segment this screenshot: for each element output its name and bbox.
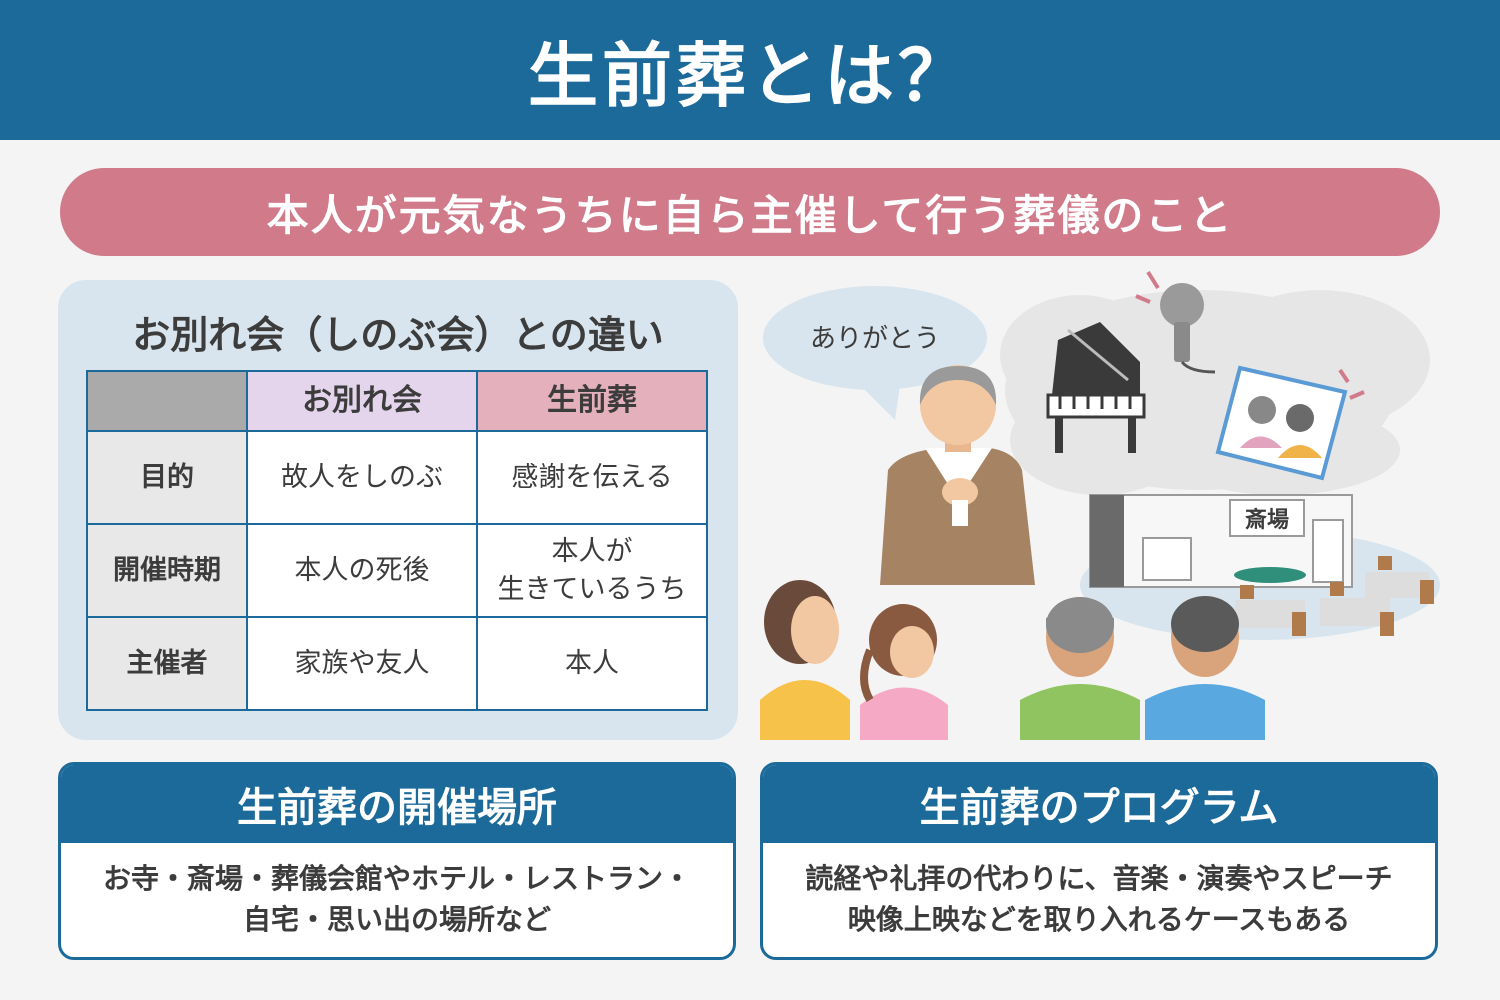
table-row: 目的 故人をしのぶ 感謝を伝える bbox=[86, 430, 708, 525]
venue-card: 生前葬の開催場所 お寺・斎場・葬儀会館やホテル・レストラン・ 自宅・思い出の場所… bbox=[58, 762, 736, 960]
column-header-living-funeral: 生前葬 bbox=[476, 370, 708, 432]
cell-farewell-timing: 本人の死後 bbox=[246, 523, 478, 618]
living-funeral-illustration: 斎場 bbox=[760, 270, 1440, 740]
program-card: 生前葬のプログラム 読経や礼拝の代わりに、音楽・演奏やスピーチ 映像上映などを取… bbox=[760, 762, 1438, 960]
cell-farewell-purpose: 故人をしのぶ bbox=[246, 430, 478, 525]
column-header-farewell: お別れ会 bbox=[246, 370, 478, 432]
cell-text-line: 生きているうち bbox=[497, 573, 687, 605]
table-header-row: お別れ会 生前葬 bbox=[86, 370, 708, 432]
comparison-table: お別れ会 生前葬 目的 故人をしのぶ 感謝を伝える 開催時期 本人の死後 本人が… bbox=[86, 370, 708, 711]
elderly-man-figure bbox=[880, 365, 1035, 585]
cell-farewell-organizer: 家族や友人 bbox=[246, 616, 478, 711]
microphone-icon bbox=[1135, 270, 1216, 374]
program-card-body: 読経や礼拝の代わりに、音楽・演奏やスピーチ 映像上映などを取り入れるケースもある bbox=[763, 843, 1435, 957]
table-row: 主催者 家族や友人 本人 bbox=[86, 616, 708, 711]
cell-living-funeral-timing: 本人が 生きているうち bbox=[476, 523, 708, 618]
program-card-line: 読経や礼拝の代わりに、音楽・演奏やスピーチ bbox=[805, 862, 1393, 896]
row-label-organizer: 主催者 bbox=[86, 616, 248, 711]
venue-building bbox=[1080, 494, 1440, 640]
banquet-tables bbox=[1235, 556, 1434, 636]
program-card-line: 映像上映などを取り入れるケースもある bbox=[847, 903, 1351, 936]
audience-man-2 bbox=[1145, 596, 1265, 740]
cell-text-line: 本人が bbox=[551, 535, 633, 567]
definition-banner: 本人が元気なうちに自ら主催して行う葬儀のこと bbox=[60, 168, 1440, 256]
table-corner-cell bbox=[86, 370, 248, 432]
audience-man-1 bbox=[1020, 597, 1140, 740]
cell-living-funeral-organizer: 本人 bbox=[476, 616, 708, 711]
audience-woman-1 bbox=[760, 580, 850, 740]
audience-girl bbox=[860, 604, 948, 740]
comparison-title: お別れ会（しのぶ会）との違い bbox=[132, 313, 664, 357]
program-card-heading: 生前葬のプログラム bbox=[763, 765, 1435, 843]
cell-living-funeral-purpose: 感謝を伝える bbox=[476, 430, 708, 525]
table-row: 開催時期 本人の死後 本人が 生きているうち bbox=[86, 523, 708, 618]
piano-icon bbox=[1046, 322, 1146, 453]
row-label-timing: 開催時期 bbox=[86, 523, 248, 618]
speech-bubble-text: ありがとう bbox=[809, 324, 940, 354]
page-title: 生前葬とは？ bbox=[528, 34, 972, 117]
row-label-purpose: 目的 bbox=[86, 430, 248, 525]
venue-sign: 斎場 bbox=[1245, 507, 1289, 533]
header-banner: 生前葬とは？ bbox=[0, 0, 1500, 140]
venue-card-body: お寺・斎場・葬儀会館やホテル・レストラン・ 自宅・思い出の場所など bbox=[61, 843, 733, 957]
venue-card-heading: 生前葬の開催場所 bbox=[61, 765, 733, 843]
venue-card-line: 自宅・思い出の場所など bbox=[242, 903, 551, 936]
venue-card-line: お寺・斎場・葬儀会館やホテル・レストラン・ bbox=[102, 862, 691, 896]
photo-icon bbox=[1215, 365, 1365, 481]
speech-bubble bbox=[763, 286, 987, 420]
comparison-panel: お別れ会（しのぶ会）との違い お別れ会 生前葬 目的 故人をしのぶ 感謝を伝える… bbox=[58, 280, 738, 740]
